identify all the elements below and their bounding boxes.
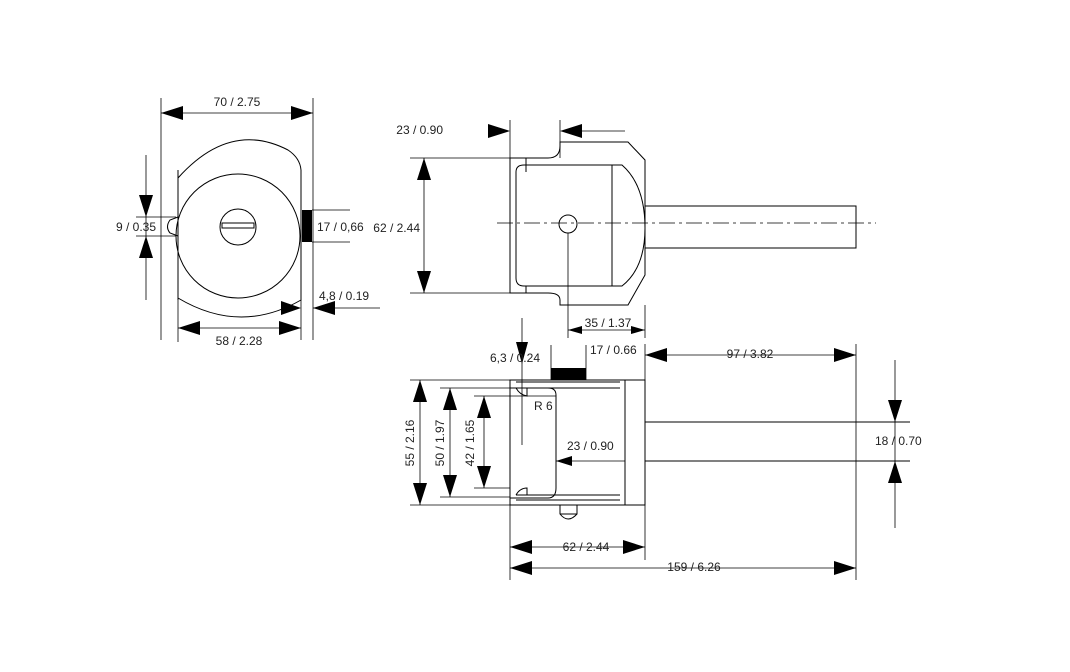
dim-shaft-length: 35 / 1.37 (585, 316, 632, 330)
top-right-view: 23 / 0.90 62 / 2.44 35 / 1.37 (373, 120, 876, 338)
dim-total-length: 159 / 6.26 (667, 560, 721, 574)
left-view: 70 / 2.75 9 / 0.35 17 / 0,66 4,8 / 0.19 (116, 95, 380, 348)
dim-knob-height: 17 / 0,66 (317, 220, 364, 234)
dim-width-body: 58 / 2.28 (216, 334, 263, 348)
dim-pin-offset: 6,3 / 0.24 (490, 351, 540, 365)
body-outline (509, 141, 646, 306)
center-hole (558, 214, 578, 234)
dim-width-total: 70 / 2.75 (214, 95, 261, 109)
dim-body-length: 62 / 2.44 (563, 540, 610, 554)
dim-radius: R 6 (534, 399, 553, 413)
dim-shaft-length-bottom: 97 / 3.82 (727, 347, 774, 361)
dim-height-55: 55 / 2.16 (403, 419, 417, 466)
dim-offset: 23 / 0.90 (396, 123, 443, 137)
knob-icon-bottom (551, 368, 586, 380)
dim-knob-depth: 4,8 / 0.19 (319, 289, 369, 303)
dim-height-42: 42 / 1.65 (463, 419, 477, 466)
dim-height-50: 50 / 1.97 (433, 419, 447, 466)
screw-head (219, 208, 257, 246)
dim-pin-height: 9 / 0.35 (116, 220, 156, 234)
pin-icon (167, 216, 179, 237)
dim-knob-width: 17 / 0.66 (590, 343, 637, 357)
bottom-right-view: 6,3 / 0.24 17 / 0.66 R 6 23 / 0.90 (403, 318, 922, 580)
dim-height: 62 / 2.44 (373, 221, 420, 235)
dim-inner-offset: 23 / 0.90 (567, 439, 614, 453)
pin-icon-bottom (559, 505, 578, 520)
knob-icon (302, 210, 312, 242)
housing-outline (177, 139, 302, 318)
dim-shaft-diameter: 18 / 0.70 (875, 434, 922, 448)
housing-disc (175, 173, 301, 299)
shaft (644, 205, 857, 249)
